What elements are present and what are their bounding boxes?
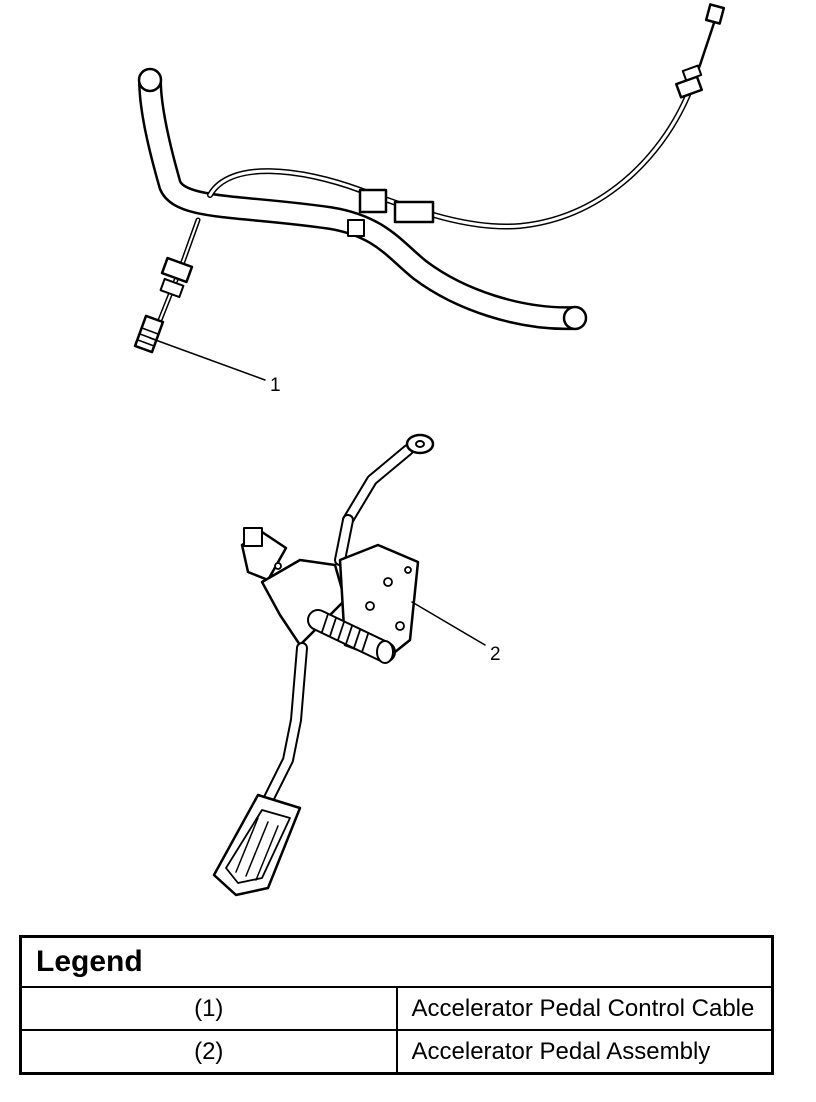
legend-description: Accelerator Pedal Control Cable: [395, 986, 774, 1031]
control-cable-illustration: [133, 3, 726, 381]
legend-number: (2): [19, 1029, 398, 1075]
pedal-assembly-illustration: [212, 433, 486, 897]
callout-2: 2: [490, 644, 501, 665]
legend-number: (1): [19, 986, 398, 1031]
diagram-figure: 1: [133, 3, 726, 897]
legend-row: (1) Accelerator Pedal Control Cable: [19, 986, 774, 1031]
legend-row: (2) Accelerator Pedal Assembly: [19, 1029, 774, 1075]
callout-1: 1: [270, 375, 281, 396]
legend-description: Accelerator Pedal Assembly: [395, 1029, 774, 1075]
legend-header-row: Legend: [19, 935, 774, 988]
legend-title: Legend: [19, 935, 774, 988]
legend-table: Legend (1) Accelerator Pedal Control Cab…: [19, 935, 774, 1075]
